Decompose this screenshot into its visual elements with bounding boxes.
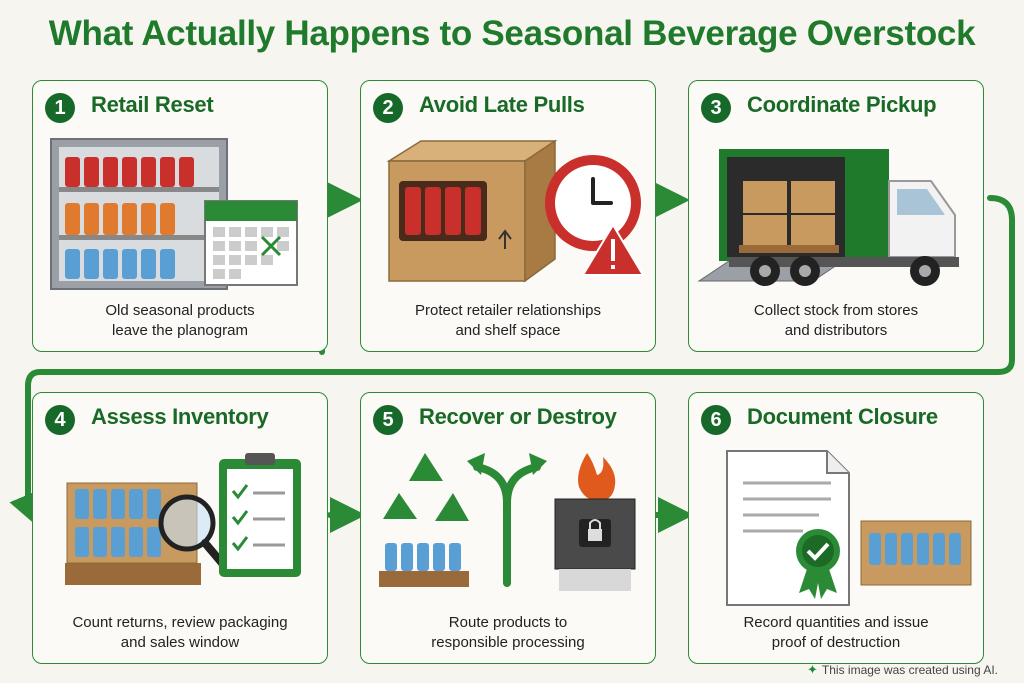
step-card-recover-or-destroy: 5 Recover or Destroy Route products to r…	[360, 392, 656, 664]
step-heading: Coordinate Pickup	[747, 92, 937, 117]
step-caption: Protect retailer relationships and shelf…	[415, 302, 601, 339]
fire-icon	[578, 453, 616, 501]
step-number: 3	[701, 93, 731, 123]
recycle-or-destroy-illustration	[379, 453, 636, 591]
pallet-clipboard-illustration	[65, 453, 301, 585]
step-card-avoid-late-pulls: 2 Avoid Late Pulls Protect retailer rela…	[360, 80, 656, 352]
ai-disclaimer: ✦This image was created using AI.	[807, 662, 998, 678]
shredder-icon	[554, 498, 636, 591]
step-heading: Avoid Late Pulls	[419, 92, 585, 117]
step-card-coordinate-pickup: 3 Coordinate Pickup Collect stock from s…	[688, 80, 984, 352]
clock-icon	[545, 155, 641, 251]
page-title: What Actually Happens to Seasonal Bevera…	[48, 14, 976, 53]
step-number: 5	[373, 405, 403, 435]
step-number: 6	[701, 405, 731, 435]
split-arrow-icon	[473, 463, 541, 587]
shelf-cans-calendar-illustration	[50, 138, 298, 290]
warning-icon	[581, 223, 645, 276]
step-number: 4	[45, 405, 75, 435]
truck-illustration	[697, 149, 959, 286]
box-clock-warning-illustration	[386, 139, 645, 283]
step-heading: Assess Inventory	[91, 404, 269, 429]
clipboard-icon	[219, 453, 301, 577]
ai-disclaimer-text: This image was created using AI.	[821, 663, 998, 677]
document-certificate-illustration	[726, 450, 972, 606]
sparkle-icon: ✦	[807, 662, 818, 677]
step-heading: Recover or Destroy	[419, 404, 617, 429]
certificate-seal-icon	[796, 529, 840, 599]
calendar-icon	[204, 200, 298, 286]
step-heading: Retail Reset	[91, 92, 214, 117]
step-card-document-closure: 6 Document Closure Record quantities and…	[688, 392, 984, 664]
step-caption: Collect stock from stores and distributo…	[753, 302, 919, 339]
recycle-icon	[383, 453, 469, 521]
step-number: 1	[45, 93, 75, 123]
step-caption: Old seasonal products leave the planogra…	[105, 302, 255, 339]
step-card-assess-inventory: 4 Assess Inventory Count returns, review…	[32, 392, 328, 664]
step-heading: Document Closure	[747, 404, 938, 429]
step-number: 2	[373, 93, 403, 123]
step-card-retail-reset: 1 Retail Reset Old seasonal products l	[32, 80, 328, 352]
step-caption: Count returns, review packaging and sale…	[72, 614, 288, 651]
step-caption: Route products to responsible processing	[431, 614, 585, 651]
step-caption: Record quantities and issue proof of des…	[743, 614, 929, 651]
